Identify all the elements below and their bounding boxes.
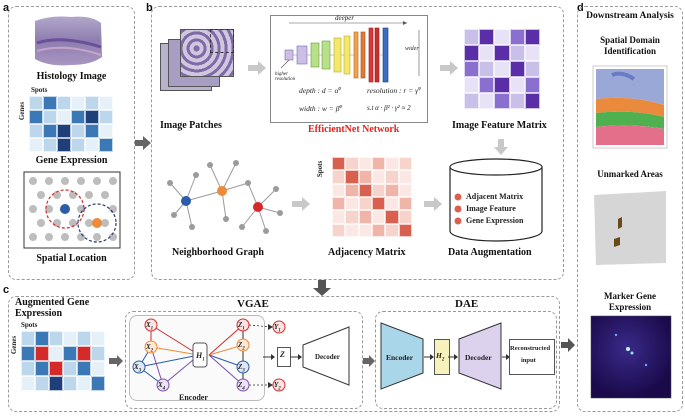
z-label: Z xyxy=(280,350,285,359)
node-z1: Z1 xyxy=(238,321,245,332)
arrow-b-to-c xyxy=(313,280,331,296)
spatial-domain-label-2: Identification xyxy=(603,46,656,56)
c-genes-label: Genes xyxy=(10,335,19,355)
arrow-net-to-feature xyxy=(440,61,458,75)
higher-resolution-label: higher resolution xyxy=(275,72,296,82)
panel-label-b: b xyxy=(146,2,153,14)
node-x3: X3 xyxy=(134,363,142,374)
adjacency-label: Adjacency Matrix xyxy=(328,247,406,258)
gene-expression-label: Gene Expression xyxy=(35,155,108,166)
image-patches-label: Image Patches xyxy=(160,120,222,131)
reconstructed-box xyxy=(509,339,555,375)
arrow-dec-to-recon xyxy=(502,354,510,360)
vgae-encoder-label: Encoder xyxy=(179,393,208,402)
data-augmentation-cylinder xyxy=(449,158,543,242)
image-patches xyxy=(160,29,240,109)
arrow-z-to-decoder xyxy=(290,354,302,360)
spatial-domain-image xyxy=(592,65,668,149)
downstream-title: Downstream Analysis xyxy=(586,11,674,21)
node-z2: Z2 xyxy=(238,341,245,352)
panel-a: Histology Image Spots Genes Gene Express… xyxy=(8,6,135,280)
spatial-location-label: Spatial Location xyxy=(36,253,107,264)
arrow-vgae-to-dae xyxy=(363,355,375,367)
panel-label-a: a xyxy=(3,2,10,14)
data-augmentation-label: Data Augmentation xyxy=(448,247,532,258)
aug-gene-label-2: Expression xyxy=(15,308,63,319)
reconstructed-label-1: Reconstructed xyxy=(510,345,551,352)
dae-decoder-shape xyxy=(458,322,502,390)
genes-label: Genes xyxy=(18,101,27,121)
image-feature-label: Image Feature Matrix xyxy=(452,120,547,131)
arrow-a-to-b xyxy=(135,136,151,150)
reconstructed-label-2: input xyxy=(521,357,536,364)
aug-item-2: Image Feature xyxy=(466,204,516,213)
vgae-decoder-shape xyxy=(302,326,350,386)
marker-gene-image xyxy=(590,315,672,399)
arrow-aug-to-vgae xyxy=(109,355,123,367)
node-x2: X2 xyxy=(146,343,154,354)
arrow-graph-to-adj xyxy=(292,197,310,211)
panel-d: Downstream Analysis Spatial Domain Ident… xyxy=(577,6,683,412)
eq-constraint: s.t α · β² · γ² ≈ 2 xyxy=(367,104,411,112)
node-z3: Z3 xyxy=(238,363,245,374)
efficientnet-diagram xyxy=(280,21,420,83)
dae-label: DAE xyxy=(455,298,479,310)
node-x1: X1 xyxy=(146,321,154,332)
marker-gene-label-1: Marker Gene xyxy=(603,291,657,301)
node-z4: Z4 xyxy=(238,381,245,392)
spatial-location-grid xyxy=(23,171,121,249)
neighborhood-graph xyxy=(167,160,283,234)
panel-label-c: c xyxy=(3,284,10,296)
aug-gene-label-1: Augmented Gene xyxy=(15,297,90,308)
adjacency-matrix xyxy=(332,157,412,237)
unmarked-areas-label: Unmarked Areas xyxy=(597,169,663,179)
c-spots-label: Spots xyxy=(21,321,38,329)
spots-label: Spots xyxy=(31,86,48,94)
vgae-box xyxy=(125,311,363,409)
panel-b: Image Patches deeper wider xyxy=(151,6,564,280)
histology-image xyxy=(35,16,102,66)
adj-spots-label: Spots xyxy=(316,160,325,178)
node-y2: Y2 xyxy=(274,381,281,392)
gene-expression-matrix xyxy=(29,96,113,152)
panel-c: Augmented Gene Expression Spots Genes VG… xyxy=(8,296,560,412)
dae-box xyxy=(375,311,557,409)
node-y1: Y1 xyxy=(274,323,281,334)
arrow-feature-down xyxy=(494,139,508,155)
aug-item-1: Adjacent Matrix xyxy=(466,192,524,201)
vgae-graph xyxy=(132,318,286,392)
arrow-h2-to-dec xyxy=(448,354,458,360)
neighborhood-graph-label: Neighborhood Graph xyxy=(172,247,264,258)
arrow-patches-to-net xyxy=(248,61,266,75)
node-h1: H1 xyxy=(196,351,205,363)
efficientnet-box: deeper wider higher resolution depth : d… xyxy=(270,14,428,123)
dae-encoder-label: Encoder xyxy=(386,353,414,362)
node-x4: X4 xyxy=(158,381,166,392)
arrow-to-z xyxy=(263,354,275,360)
arrow-adj-to-aug xyxy=(424,197,442,211)
eq-depth: depth : d = αφ xyxy=(299,86,342,95)
vgae-label: VGAE xyxy=(237,298,269,310)
vgae-decoder-label: Decoder xyxy=(315,353,340,361)
node-h2: H2 xyxy=(436,351,445,363)
eq-resolution: resolution : r = γφ xyxy=(367,86,421,95)
histology-label: Histology Image xyxy=(36,71,107,82)
dae-encoder-shape xyxy=(380,322,424,390)
deeper-label: deeper xyxy=(335,14,355,22)
efficientnet-label: EfficientNet Network xyxy=(308,124,400,135)
arrow-enc-to-h2 xyxy=(424,354,434,360)
aug-item-3: Gene Expression xyxy=(466,216,524,225)
image-feature-matrix xyxy=(464,29,540,109)
unmarked-areas-image xyxy=(594,191,666,265)
arrow-c-to-d xyxy=(561,338,575,352)
augmented-gene-matrix xyxy=(21,331,105,391)
marker-gene-label-2: Expression xyxy=(608,302,652,312)
dae-decoder-label: Decoder xyxy=(465,353,492,362)
spatial-domain-label-1: Spatial Domain xyxy=(600,35,660,45)
eq-width: width : w = βφ xyxy=(299,104,343,113)
wider-label: wider xyxy=(405,46,419,52)
